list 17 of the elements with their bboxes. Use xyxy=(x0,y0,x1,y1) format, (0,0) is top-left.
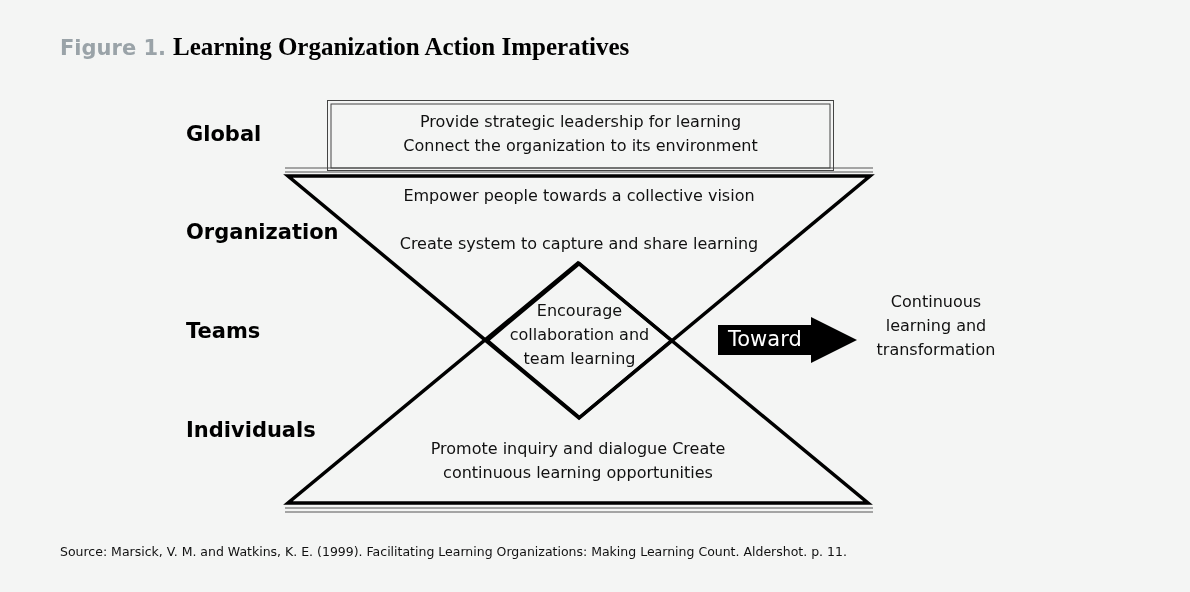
figure-title: Learning Organization Action Imperatives xyxy=(173,33,630,61)
diamond xyxy=(486,262,673,419)
box-text: Provide strategic leadership for learning Connect the organization to its environment xyxy=(402,111,759,157)
arrow-label: Toward xyxy=(728,326,802,352)
block-arrow xyxy=(718,316,857,364)
triangle-text: Empower people towards a collective vision xyxy=(402,185,756,207)
triangle-text: Create system to capture and share learning xyxy=(398,233,760,255)
outcome-text: Continuous learning and transformation xyxy=(868,290,1004,388)
level-label: Organization xyxy=(186,220,339,244)
level-label: Global xyxy=(186,122,262,146)
diamond-text: Encourage collaboration and team learning xyxy=(508,300,651,370)
level-label: Teams xyxy=(186,319,261,343)
framed-box xyxy=(327,100,834,168)
triangle-text: Promote inquiry and dialogue Create continuous learning opportunities xyxy=(429,438,727,484)
level-label: Individuals xyxy=(186,418,316,442)
source-citation: Source: Marsick, V. M. and Watkins, K. E. (1999). Facilitating Learning Organizations: Making Learning Count. Aldershot. p. 11. xyxy=(60,544,847,559)
figure-number: Figure 1. xyxy=(60,36,167,60)
